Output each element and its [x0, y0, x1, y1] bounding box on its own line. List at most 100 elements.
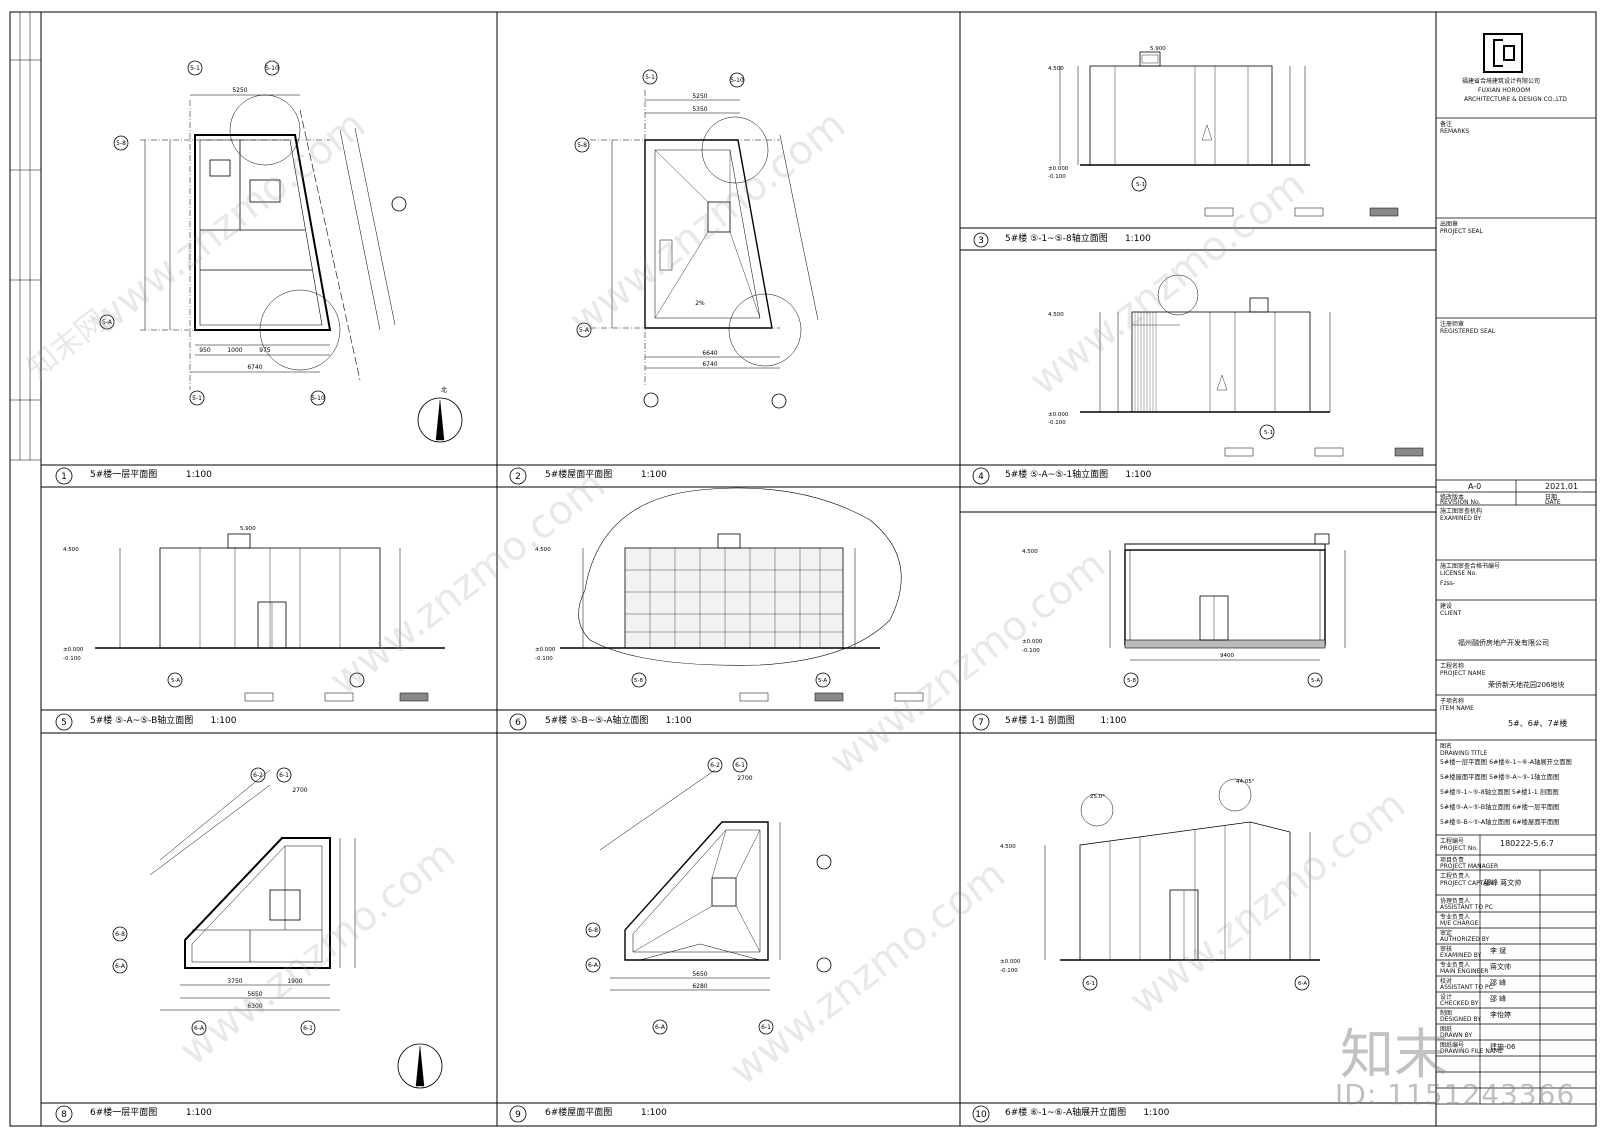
client-value: 福州融侨房地产开发有限公司 — [1458, 639, 1549, 647]
drawing-number: 6 — [515, 718, 521, 728]
level-label: -0.100 — [535, 656, 553, 662]
role-name: 李 斌 — [1490, 947, 1507, 955]
level-label: 4.500 — [535, 547, 551, 553]
role-label: 工程负责人 — [1440, 873, 1471, 880]
role-label: 审核 — [1440, 946, 1453, 953]
dimension: 6740 — [702, 361, 717, 368]
reg-seal-label-en: REGISTERED SEAL — [1440, 328, 1496, 335]
dimension: 5650 — [247, 991, 262, 998]
role-label: 专业负责人 — [1440, 914, 1471, 921]
level-label: 4.500 — [1000, 844, 1016, 850]
plan-5-roof — [574, 69, 819, 409]
date-value: 2021.01 — [1545, 482, 1579, 491]
drawing-title: 5#楼 ⑤-A~⑤-B轴立面图 1:100 — [90, 716, 237, 726]
project-no-label: 工程编号 — [1440, 838, 1465, 845]
axis-label: 5-1 — [190, 65, 200, 72]
dimension: 5650 — [692, 971, 707, 978]
role-label: 协理负责人 — [1440, 898, 1471, 905]
item-label: 子项名称 — [1440, 698, 1465, 705]
drawing-title: 5#楼屋面平面图 1:100 — [545, 470, 667, 480]
role-label-en: PROJECT MANAGER — [1440, 863, 1499, 870]
item-label-en: ITEM NAME — [1440, 705, 1474, 712]
axis-label: 6-A — [1298, 981, 1307, 987]
dimension: 9400 — [1220, 653, 1234, 659]
drawing-title: 6#楼一层平面图 1:100 — [90, 1108, 212, 1118]
role-label: 项目负责 — [1440, 857, 1465, 864]
drawing-title: 5#楼 1-1 剖面图 1:100 — [1005, 716, 1127, 726]
axis-label: 6-8 — [588, 927, 598, 934]
drawing-number: 9 — [515, 1110, 521, 1120]
remarks-label: 备注 — [1440, 121, 1453, 128]
revision-label-en: REVISION No. — [1440, 499, 1481, 506]
role-label-en: DRAWING FILE NAME — [1440, 1048, 1503, 1055]
role-label-en: ASSISTANT TO PC — [1440, 904, 1493, 911]
dimension: 5350 — [692, 106, 707, 113]
plan-6-ground — [112, 767, 443, 1089]
drawing-title-label-en: DRAWING TITLE — [1440, 750, 1488, 757]
axis-label: 6-1 — [303, 1025, 313, 1032]
dimension: 3750 — [227, 978, 242, 985]
dimension: 5250 — [692, 93, 707, 100]
section-5-1-1 — [1109, 533, 1346, 688]
company-logo — [1483, 33, 1523, 73]
project-no-value: 180222-5.6.7 — [1500, 839, 1554, 848]
client-label: 建设 — [1440, 603, 1453, 610]
level-label: ±0.000 — [63, 647, 84, 653]
license-value: Fzss- — [1440, 580, 1456, 587]
elev-5-a-1 — [1080, 274, 1424, 457]
drawing-number: 1 — [61, 472, 67, 482]
drawing-title: 5#楼 ⑤-A~⑤-1轴立面图 1:100 — [1005, 470, 1152, 480]
axis-label: 5-10 — [730, 77, 744, 84]
role-label: 专业负责人 — [1440, 962, 1471, 969]
role-name: 建施-06 — [1490, 1043, 1516, 1051]
elev-6-unfolded — [1044, 778, 1320, 991]
role-label: 图纸编号 — [1440, 1042, 1465, 1049]
axis-label: 6-2 — [253, 772, 263, 779]
dimension: 6300 — [247, 1003, 262, 1010]
role-label-en: ASSISTANT TO PC — [1440, 984, 1493, 991]
examined-label: 施工图审查机构 — [1440, 508, 1483, 515]
drawing-number: 3 — [978, 236, 984, 246]
axis-label: 6-2 — [710, 762, 720, 769]
level-label: 5.900 — [240, 526, 256, 532]
slope-label: 2% — [695, 300, 705, 307]
drawing-number: 8 — [61, 1110, 67, 1120]
axis-label: 5-8 — [1127, 678, 1136, 684]
watermark-id: ID: 1151243366 — [1335, 1078, 1576, 1111]
item-value: 5#、6#、7#楼 — [1508, 719, 1568, 728]
company-name-en: FUXIAN HOROOM — [1478, 87, 1531, 94]
axis-label: 5-1 — [645, 74, 655, 81]
seal-label-en: PROJECT SEAL — [1440, 228, 1483, 235]
role-label: 制图 — [1440, 1010, 1453, 1017]
elev-5-b-a — [560, 487, 924, 702]
role-label-en: MAIN ENGINEER — [1440, 968, 1489, 975]
examined-label-en: EXAMINED BY — [1440, 515, 1482, 522]
drawing-title: 6#楼 ⑥-1~⑥-A轴展开立面图 1:100 — [1005, 1108, 1170, 1118]
axis-label: 5-1 — [192, 395, 202, 402]
dimension: 6640 — [702, 350, 717, 357]
level-label: -0.100 — [1000, 968, 1018, 974]
axis-label: 5-A — [579, 327, 590, 334]
role-label: 图纸 — [1440, 1026, 1453, 1033]
role-name: 李怡婷 — [1490, 1011, 1511, 1019]
drawing-title: 5#楼 ⑤-B~⑤-A轴立面图 1:100 — [545, 716, 692, 726]
dimension: 6280 — [692, 983, 707, 990]
axis-label: 6-A — [115, 963, 126, 970]
role-label-en: AUTHORIZED BY — [1440, 936, 1490, 943]
date-label: 日期 — [1545, 494, 1558, 501]
drawing-number: 7 — [978, 718, 984, 728]
dimension: 2700 — [737, 775, 752, 782]
drawing-title-line: 5#楼一层平面图 6#楼⑥-1~⑥-A轴展开立面图 — [1440, 759, 1572, 766]
elev-5-a-b — [95, 533, 445, 702]
drawing-number: 4 — [978, 472, 984, 482]
level-label: -0.100 — [1022, 648, 1040, 654]
north-label: 北 — [441, 386, 447, 394]
client-label-en: CLIENT — [1440, 610, 1462, 617]
dimension: 6740 — [247, 364, 262, 371]
role-label: 校对 — [1440, 978, 1453, 985]
drawing-number: 2 — [515, 472, 521, 482]
angle-label: 25.0° — [1090, 794, 1105, 800]
axis-label: 6-1 — [279, 772, 289, 779]
axis-label: 5-1 — [1264, 430, 1273, 436]
